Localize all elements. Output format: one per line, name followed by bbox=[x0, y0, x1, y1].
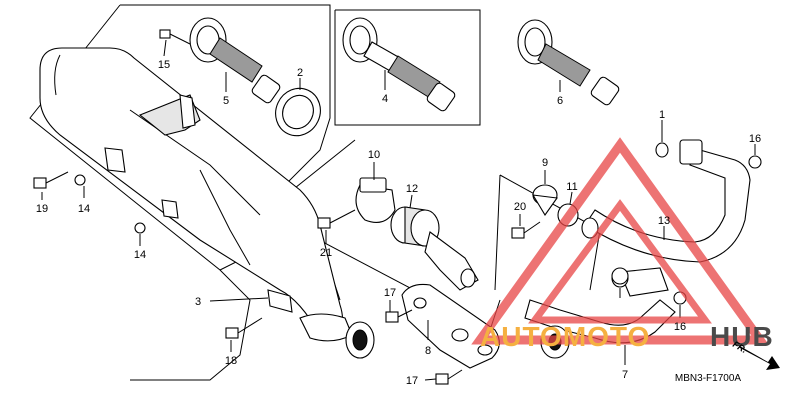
callout-18[interactable]: 18 bbox=[225, 355, 237, 367]
joint-pipe[interactable] bbox=[424, 231, 479, 291]
grip-part-5[interactable] bbox=[189, 17, 281, 104]
nut-part-14-lower[interactable] bbox=[134, 222, 146, 234]
callout-9[interactable]: 9 bbox=[542, 157, 548, 169]
callout-14-lower[interactable]: 14 bbox=[134, 249, 146, 261]
bolt-part-17-upper[interactable] bbox=[385, 309, 413, 323]
grip-group-outline bbox=[334, 9, 481, 126]
callout-19[interactable]: 19 bbox=[36, 203, 48, 215]
grip-part-6[interactable] bbox=[517, 19, 620, 106]
callout-10[interactable]: 10 bbox=[368, 149, 380, 161]
nut-part-14-upper[interactable] bbox=[74, 174, 86, 186]
watermark-text-right: HUB bbox=[710, 321, 774, 352]
callout-4[interactable]: 4 bbox=[382, 93, 388, 105]
bolt-part-17-lower[interactable] bbox=[435, 369, 463, 385]
callout-16-lower[interactable]: 16 bbox=[674, 321, 686, 333]
callout-15[interactable]: 15 bbox=[158, 59, 170, 71]
watermark-logo bbox=[471, 137, 769, 345]
o-ring-part-2[interactable] bbox=[268, 81, 328, 143]
clamp-part-10[interactable] bbox=[355, 177, 396, 223]
callout-16-upper[interactable]: 16 bbox=[749, 133, 761, 145]
callout-17-lower[interactable]: 17 bbox=[406, 375, 418, 387]
callout-5[interactable]: 5 bbox=[223, 95, 229, 107]
exhaust-pipe-part-13[interactable] bbox=[581, 139, 751, 263]
gasket-part-1[interactable] bbox=[611, 142, 669, 285]
front-direction-arrow-icon bbox=[738, 345, 780, 370]
bolt-part-19[interactable] bbox=[33, 171, 69, 189]
leader-lines bbox=[41, 39, 756, 381]
callout-11[interactable]: 11 bbox=[566, 181, 577, 193]
callouts: 1 2 3 4 5 6 7 8 9 10 11 12 13 14 14 15 1… bbox=[36, 59, 761, 387]
callout-7[interactable]: 7 bbox=[622, 369, 628, 381]
watermark-text-left: AUTOMOTO bbox=[480, 321, 650, 352]
callout-12[interactable]: 12 bbox=[406, 183, 418, 195]
muffler-assembly[interactable] bbox=[39, 47, 375, 359]
callout-20[interactable]: 20 bbox=[514, 201, 526, 213]
grip-part-4[interactable] bbox=[342, 17, 456, 112]
band-part-9[interactable] bbox=[531, 184, 558, 217]
collar-part-12[interactable] bbox=[390, 206, 440, 247]
bolt-part-21[interactable] bbox=[317, 209, 356, 229]
callout-2[interactable]: 2 bbox=[297, 67, 303, 79]
callout-6[interactable]: 6 bbox=[557, 95, 563, 107]
bolt-part-18[interactable] bbox=[225, 317, 263, 339]
callout-13[interactable]: 13 bbox=[658, 215, 670, 227]
callout-17-upper[interactable]: 17 bbox=[384, 287, 396, 299]
bolt-part-15[interactable] bbox=[159, 29, 191, 45]
callout-3[interactable]: 3 bbox=[195, 296, 201, 308]
callout-8[interactable]: 8 bbox=[425, 345, 431, 357]
part-code-label: MBN3-F1700A bbox=[675, 373, 741, 384]
bolt-part-20[interactable] bbox=[511, 221, 541, 239]
nut-part-16-upper[interactable] bbox=[748, 155, 762, 169]
callout-14-upper[interactable]: 14 bbox=[78, 203, 90, 215]
bracket-part-8[interactable] bbox=[401, 283, 500, 369]
callout-1[interactable]: 1 bbox=[659, 109, 665, 121]
callout-21[interactable]: 21 bbox=[320, 247, 332, 259]
